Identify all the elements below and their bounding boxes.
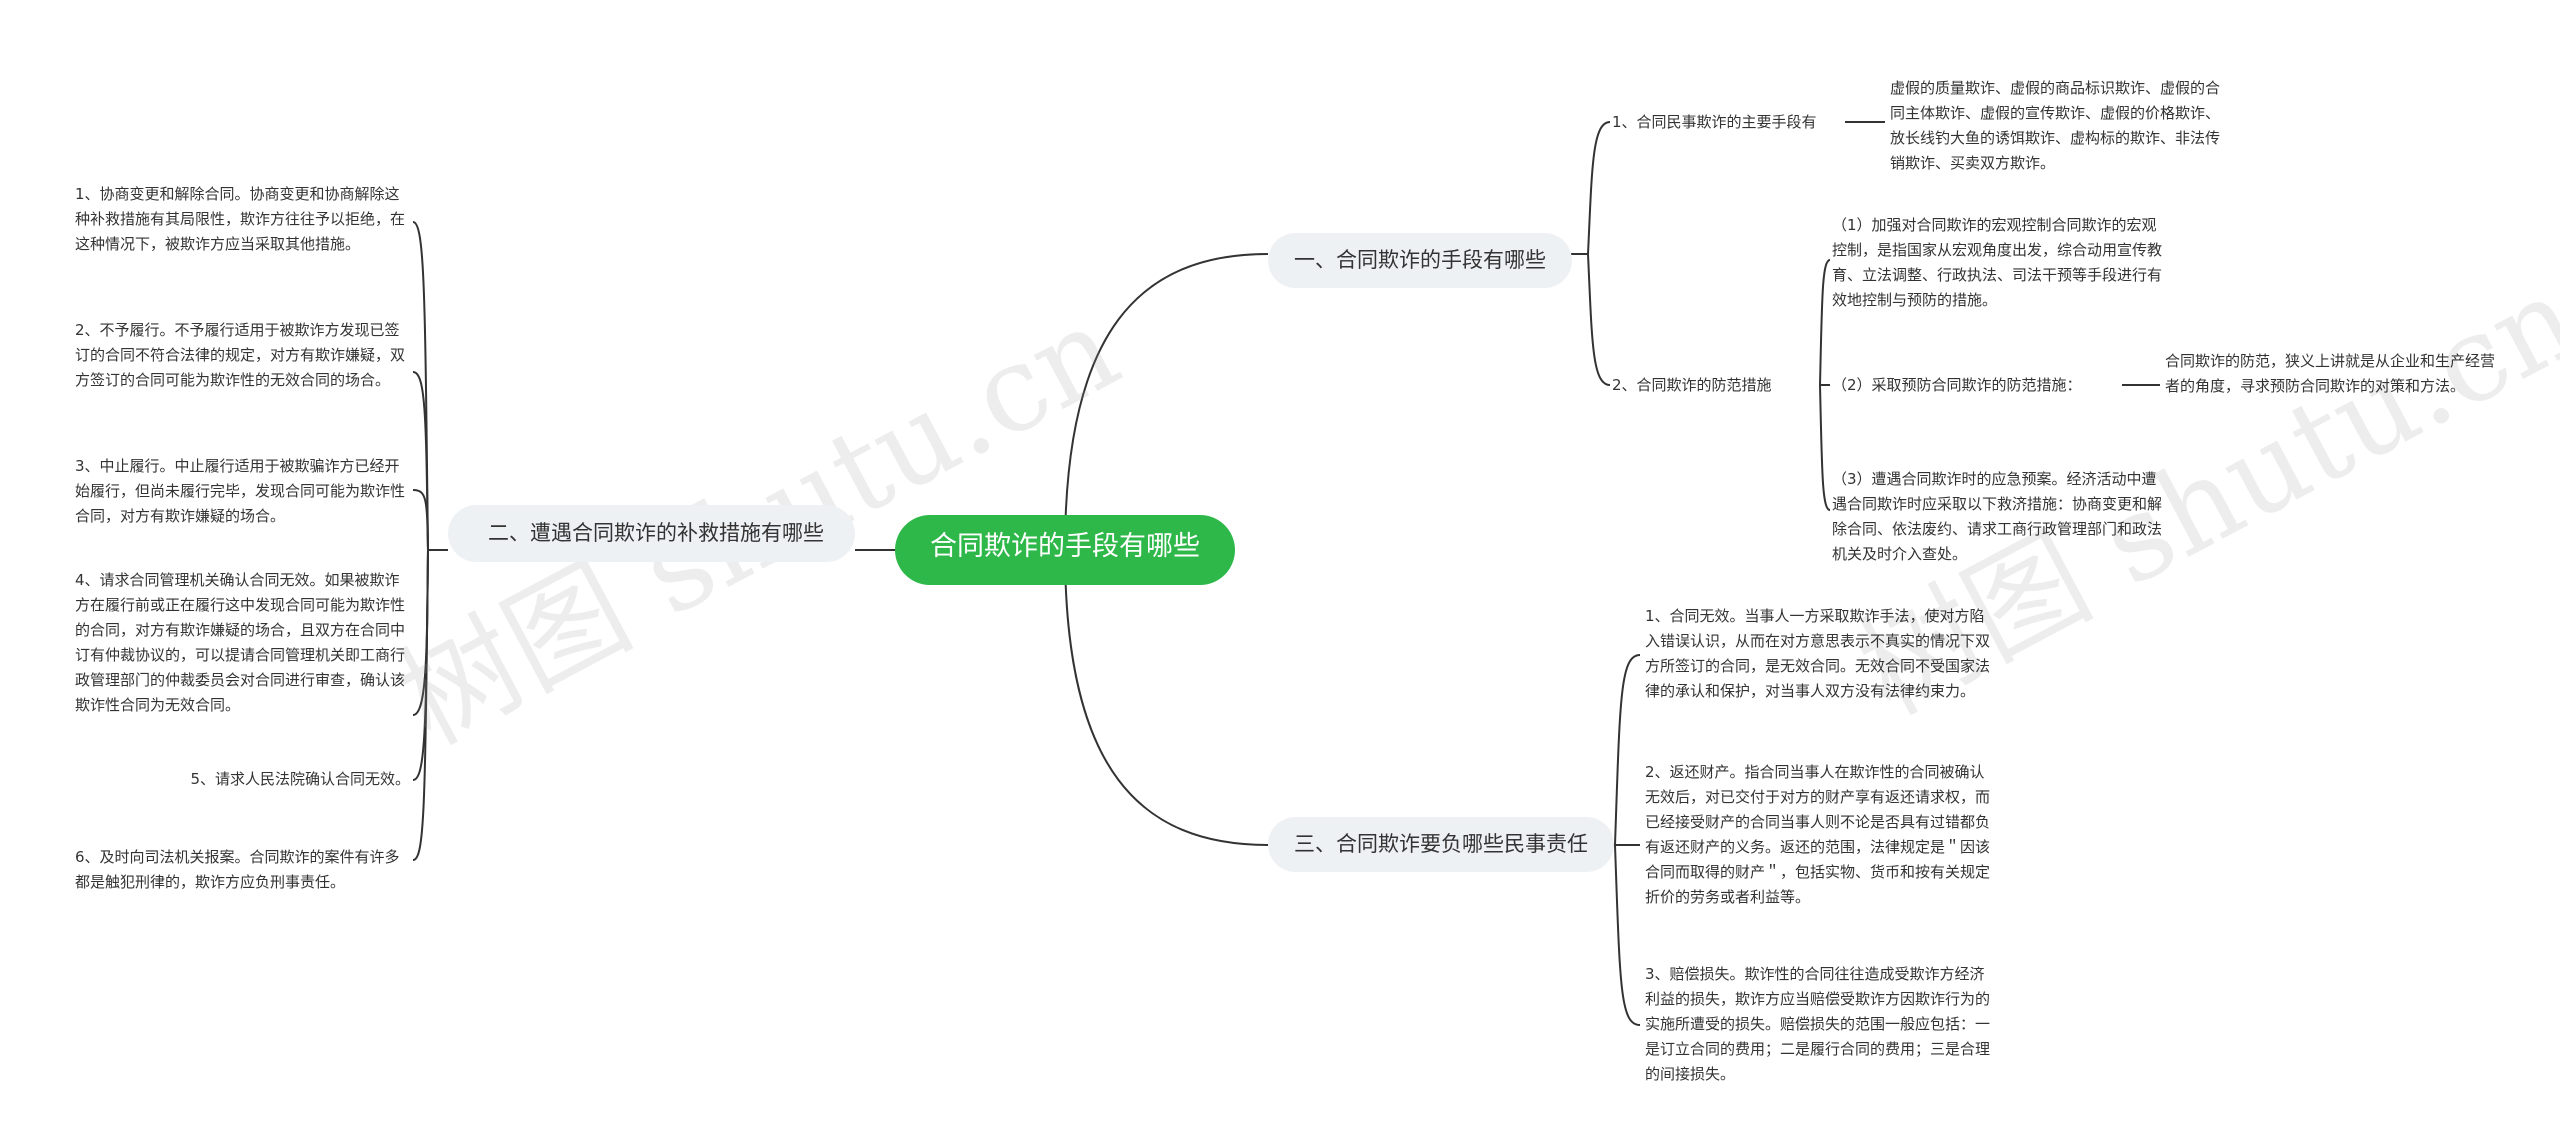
leaf-text: 4、请求合同管理机关确认合同无效。如果被欺诈方在履行前或正在履行这中发现合同可能… (75, 571, 406, 714)
link-b1-sub1 (1587, 121, 1611, 255)
leaf-text: 2、返还财产。指合同当事人在欺诈性的合同被确认无效后，对已交付于对方的财产享有返… (1645, 763, 1991, 906)
branch-remedies[interactable]: 二、遭遇合同欺诈的补救措施有哪些 (448, 505, 855, 562)
link-root-b3 (1064, 549, 1269, 846)
leaf-liability-return-property[interactable]: 2、返还财产。指合同当事人在欺诈性的合同被确认无效后，对已交付于对方的财产享有返… (1645, 760, 1990, 910)
leaf-remedy-court[interactable]: 5、请求人民法院确认合同无效。 (75, 767, 410, 792)
branch-contract-fraud-means[interactable]: 一、合同欺诈的手段有哪些 (1268, 233, 1572, 288)
branch-label: 一、合同欺诈的手段有哪些 (1294, 248, 1546, 272)
leaf-remedy-management-authority[interactable]: 4、请求合同管理机关确认合同无效。如果被欺诈方在履行前或正在履行这中发现合同可能… (75, 568, 410, 718)
leaf-remedy-negotiate[interactable]: 1、协商变更和解除合同。协商变更和协商解除这种补救措施有其局限性，欺诈方往往予以… (75, 182, 410, 257)
root-topic[interactable]: 合同欺诈的手段有哪些 (895, 515, 1235, 585)
leaf-text: 3、中止履行。中止履行适用于被欺骗诈方已经开始履行，但尚未履行完毕，发现合同可能… (75, 457, 406, 525)
topic-label: 1、合同民事欺诈的主要手段有 (1612, 113, 1817, 131)
leaf-text: 1、合同无效。当事人一方采取欺诈手法，使对方陷入错误认识，从而在对方意思表示不真… (1645, 607, 1991, 700)
leaf-text: 虚假的质量欺诈、虚假的商品标识欺诈、虚假的合同主体欺诈、虚假的宣传欺诈、虚假的价… (1890, 79, 2221, 172)
topic-main-fraud-means[interactable]: 1、合同民事欺诈的主要手段有 (1612, 110, 1817, 134)
leaf-remedy-suspend-performance[interactable]: 3、中止履行。中止履行适用于被欺骗诈方已经开始履行，但尚未履行完毕，发现合同可能… (75, 454, 410, 529)
leaf-text: 3、赔偿损失。欺诈性的合同往往造成受欺诈方经济利益的损失，欺诈方应当赔偿受欺诈方… (1645, 965, 1991, 1083)
link-b1-sub2 (1587, 253, 1611, 386)
topic-label: 2、合同欺诈的防范措施 (1612, 376, 1772, 394)
leaf-text: 1、协商变更和解除合同。协商变更和协商解除这种补救措施有其局限性，欺诈方往往予以… (75, 185, 406, 253)
leaf-prevention-measures-detail[interactable]: 合同欺诈的防范，狭义上讲就是从企业和生产经营者的角度，寻求预防合同欺诈的对策和方… (2165, 349, 2505, 399)
leaf-liability-contract-void[interactable]: 1、合同无效。当事人一方采取欺诈手法，使对方陷入错误认识，从而在对方意思表示不真… (1645, 604, 1990, 704)
leaf-prevention-macro-control[interactable]: （1）加强对合同欺诈的宏观控制合同欺诈的宏观控制，是指国家从宏观角度出发，综合动… (1832, 213, 2162, 313)
link-b2-item2 (412, 371, 429, 551)
leaf-remedy-non-performance[interactable]: 2、不予履行。不予履行适用于被欺诈方发现已签订的合同不符合法律的规定，对方有欺诈… (75, 318, 410, 393)
link-b2-item6 (412, 549, 429, 861)
link-sub2-item1 (1819, 259, 1831, 386)
topic-fraud-prevention[interactable]: 2、合同欺诈的防范措施 (1612, 373, 1772, 397)
branch-label: 二、遭遇合同欺诈的补救措施有哪些 (488, 521, 824, 545)
leaf-text: （2）采取预防合同欺诈的防范措施： (1832, 376, 2082, 394)
leaf-text: （3）遭遇合同欺诈时的应急预案。经济活动中遭遇合同欺诈时应采取以下救济措施：协商… (1832, 470, 2163, 563)
leaf-text: 5、请求人民法院确认合同无效。 (190, 770, 410, 788)
leaf-prevention-measures[interactable]: （2）采取预防合同欺诈的防范措施： (1832, 373, 2122, 398)
branch-label: 三、合同欺诈要负哪些民事责任 (1294, 832, 1588, 856)
leaf-main-fraud-means-detail[interactable]: 虚假的质量欺诈、虚假的商品标识欺诈、虚假的合同主体欺诈、虚假的宣传欺诈、虚假的价… (1890, 76, 2225, 176)
leaf-text: 2、不予履行。不予履行适用于被欺诈方发现已签订的合同不符合法律的规定，对方有欺诈… (75, 321, 406, 389)
leaf-remedy-report-to-judiciary[interactable]: 6、及时向司法机关报案。合同欺诈的案件有许多都是触犯刑律的，欺诈方应负刑事责任。 (75, 845, 410, 895)
leaf-text: 合同欺诈的防范，狭义上讲就是从企业和生产经营者的角度，寻求预防合同欺诈的对策和方… (2165, 352, 2496, 395)
branch-civil-liability[interactable]: 三、合同欺诈要负哪些民事责任 (1268, 817, 1614, 872)
leaf-text: 6、及时向司法机关报案。合同欺诈的案件有许多都是触犯刑律的，欺诈方应负刑事责任。 (75, 848, 400, 891)
link-b3-item1 (1614, 654, 1641, 846)
link-b2-item3 (412, 489, 429, 551)
leaf-prevention-emergency-plan[interactable]: （3）遭遇合同欺诈时的应急预案。经济活动中遭遇合同欺诈时应采取以下救济措施：协商… (1832, 467, 2162, 567)
link-sub2-item3 (1819, 384, 1831, 511)
leaf-liability-compensation[interactable]: 3、赔偿损失。欺诈性的合同往往造成受欺诈方经济利益的损失，欺诈方应当赔偿受欺诈方… (1645, 962, 1990, 1087)
link-b3-item3 (1614, 844, 1641, 1026)
leaf-text: （1）加强对合同欺诈的宏观控制合同欺诈的宏观控制，是指国家从宏观角度出发，综合动… (1832, 216, 2163, 309)
link-root-b1 (1064, 253, 1269, 551)
root-topic-label: 合同欺诈的手段有哪些 (930, 531, 1200, 562)
